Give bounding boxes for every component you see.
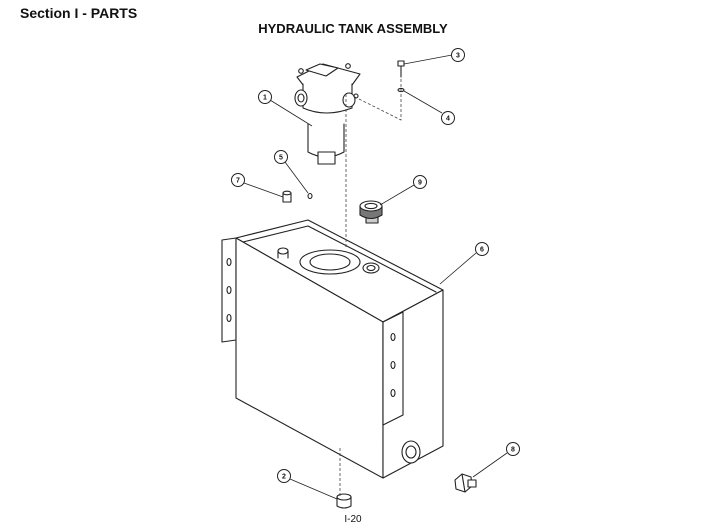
small-fitting <box>307 192 313 200</box>
breather-cap <box>359 200 383 224</box>
svg-text:5: 5 <box>279 155 283 162</box>
callout-1: 1 <box>258 90 272 104</box>
return-filter <box>294 63 361 165</box>
callout-7: 7 <box>231 173 245 187</box>
svg-text:7: 7 <box>236 178 240 185</box>
callout-9: 9 <box>413 175 427 189</box>
mounting-screw <box>397 60 405 78</box>
callout-4: 4 <box>441 111 455 125</box>
hydraulic-tank <box>221 219 444 479</box>
drain-plug <box>454 473 477 493</box>
diagram-title: HYDRAULIC TANK ASSEMBLY <box>258 21 448 36</box>
magnet-plug <box>336 493 352 509</box>
svg-text:6: 6 <box>480 247 484 254</box>
svg-text:1: 1 <box>263 95 267 102</box>
callout-2: 2 <box>277 469 291 483</box>
callout-8: 8 <box>506 442 520 456</box>
callout-3: 3 <box>451 48 465 62</box>
callout-5: 5 <box>274 150 288 164</box>
svg-text:9: 9 <box>418 180 422 187</box>
page-number: I-20 <box>344 514 362 525</box>
section-title: Section I - PARTS <box>20 5 138 21</box>
svg-text:4: 4 <box>446 116 450 123</box>
svg-text:2: 2 <box>282 474 286 481</box>
svg-text:8: 8 <box>511 447 515 454</box>
callout-6: 6 <box>475 242 489 256</box>
svg-text:3: 3 <box>456 53 460 60</box>
fill-plug <box>282 190 292 203</box>
